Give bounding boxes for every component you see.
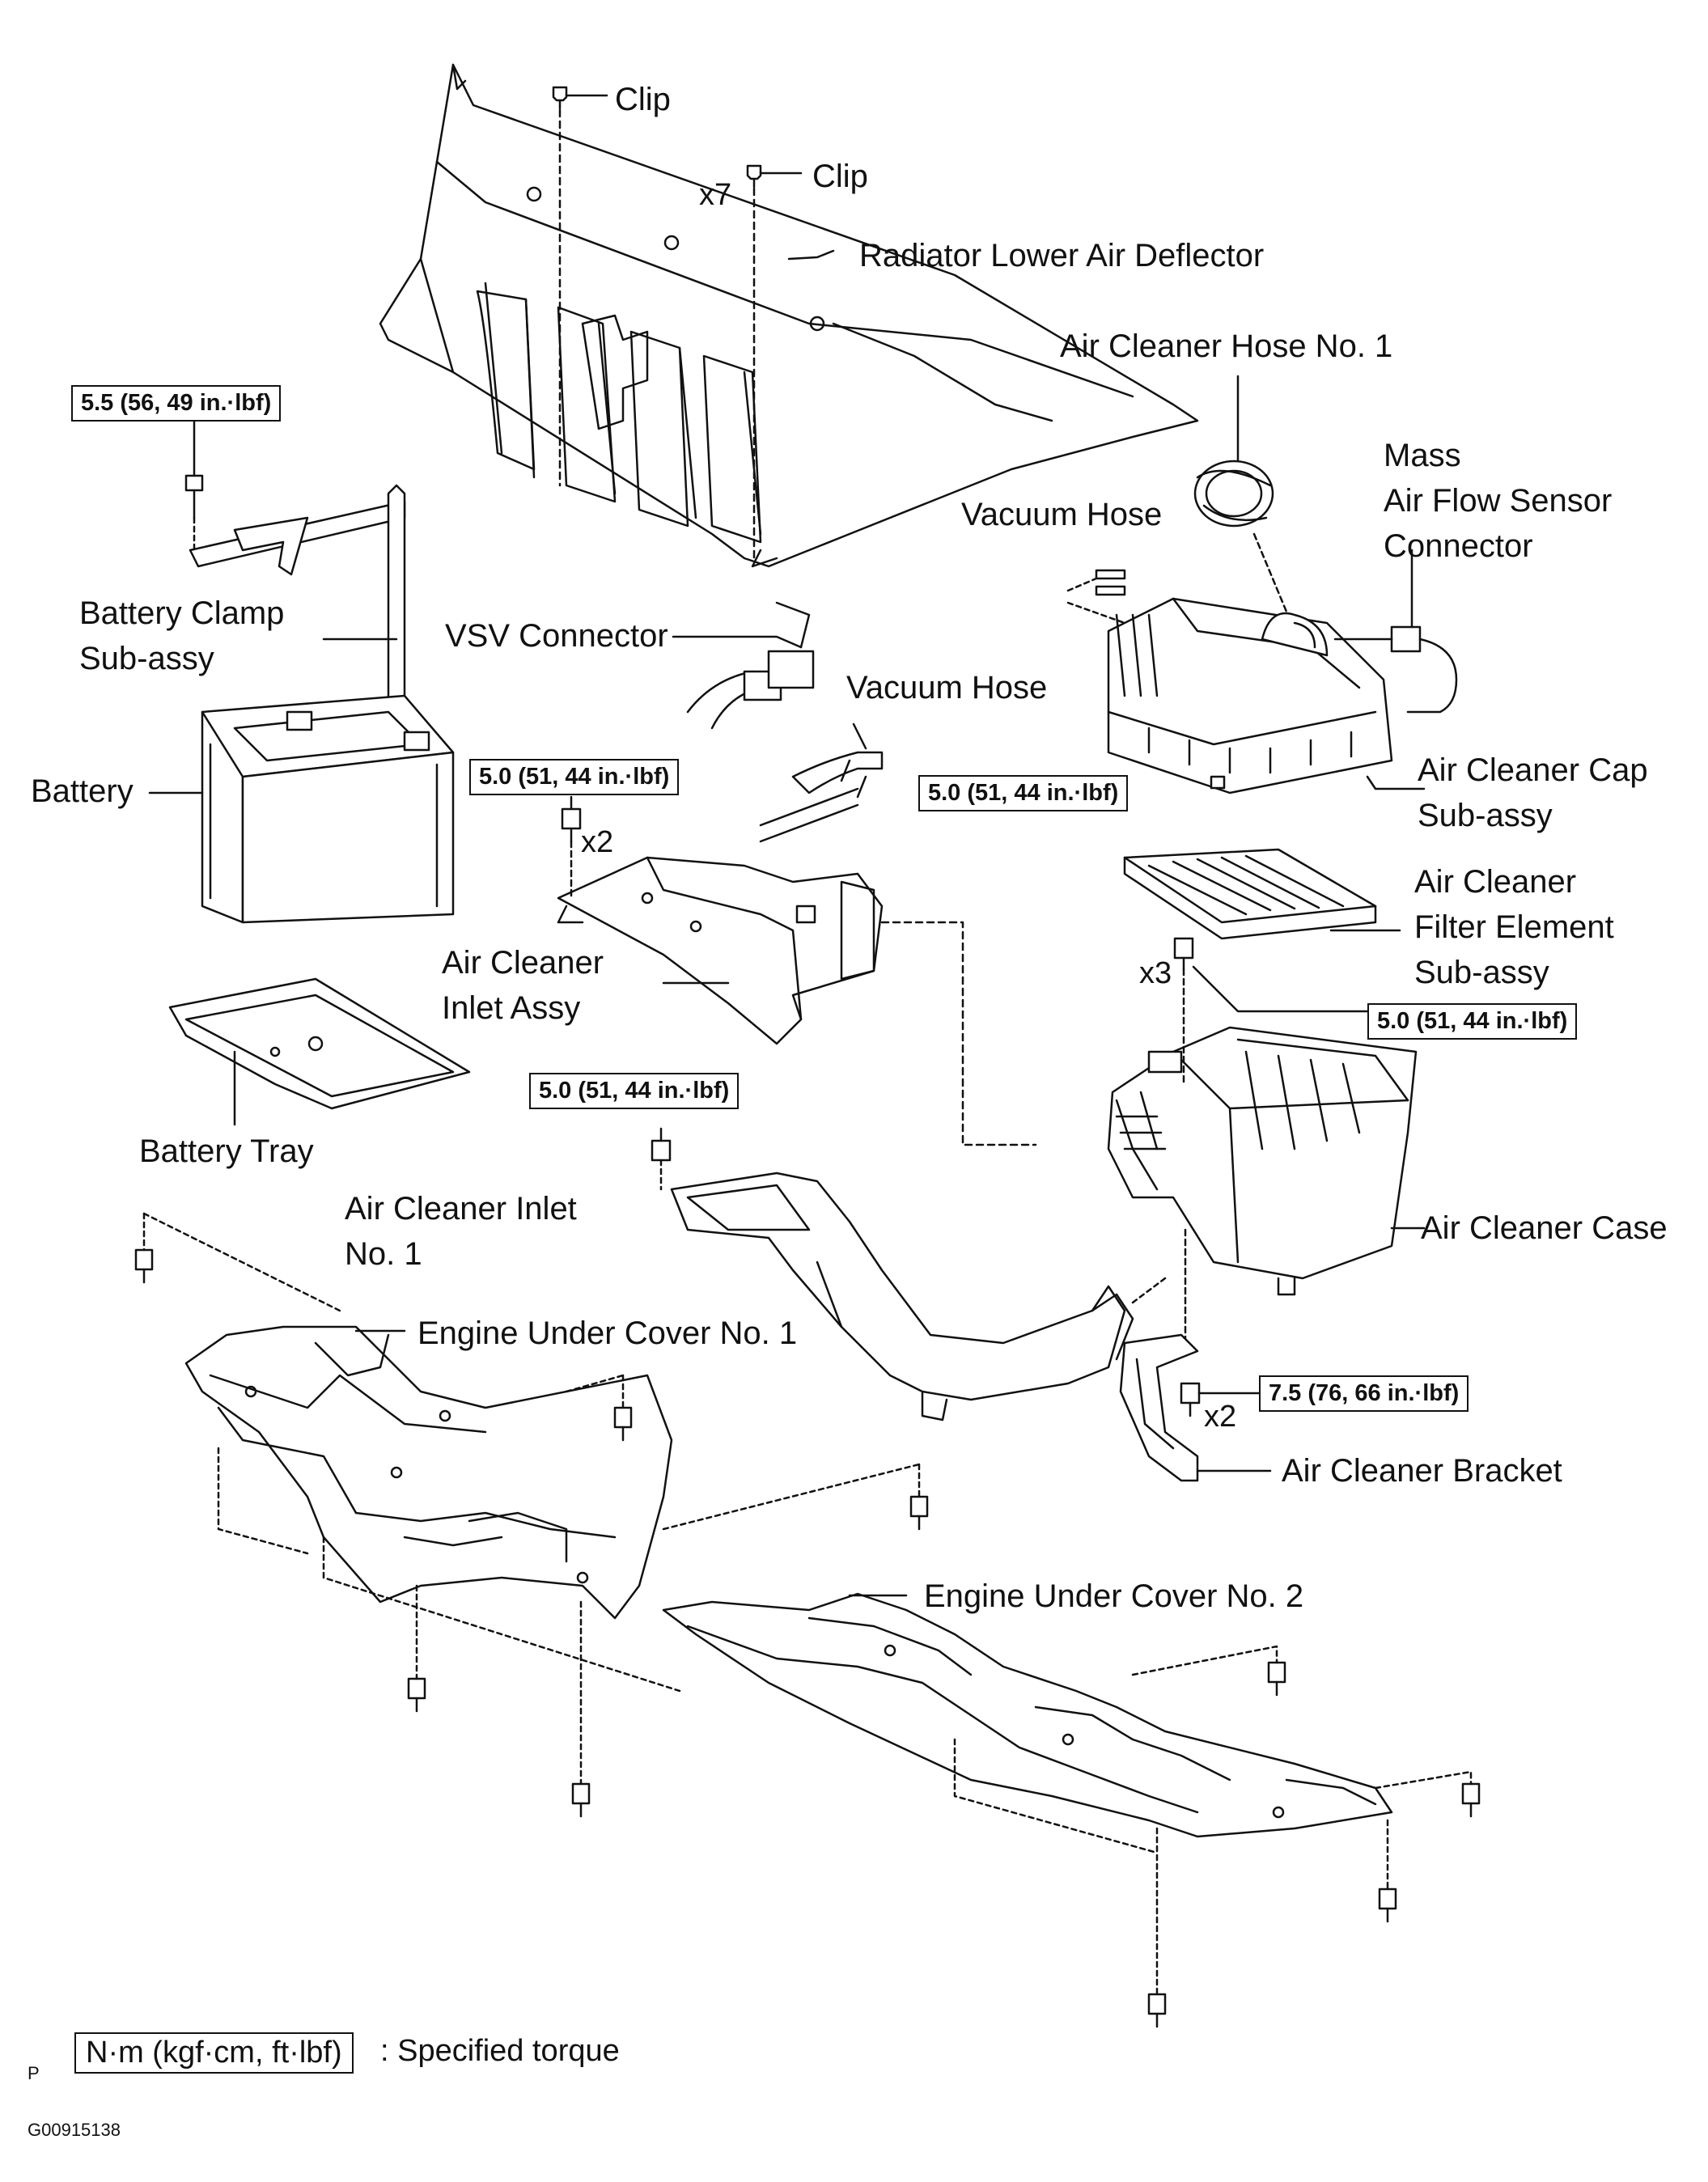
air-cleaner-inlet-no1 [670,1172,1134,1421]
inlet-assy-bolt-quantity: x2 [581,825,614,859]
torque-inlet-assy: 5.0 (51, 44 in.·lbf) [469,759,680,796]
engine-under-cover-no2 [662,1592,1393,1838]
clip-label-2: Clip [812,159,868,194]
under-cover-2-label: Engine Under Cover No. 2 [924,1578,1304,1614]
vsv-connector-label: VSV Connector [445,618,668,654]
torque-legend-text: : Specified torque [380,2034,620,2068]
clip-quantity: x7 [699,178,732,212]
battery-label: Battery [31,773,134,809]
air-cleaner-bracket-label: Air Cleaner Bracket [1282,1453,1562,1489]
torque-cap: 5.0 (51, 44 in.·lbf) [918,775,1129,812]
inlet-assy-connection [880,921,1037,1146]
figure-code: G00915138 [28,2120,121,2140]
torque-inlet-no1: 5.0 (51, 44 in.·lbf) [529,1073,740,1110]
under-cover-bolts [134,1212,1481,2028]
vacuum-hose-label-2: Vacuum Hose [846,670,1048,705]
battery [201,694,455,924]
case-bolt-quantity: x3 [1139,956,1172,990]
torque-case: 5.0 (51, 44 in.·lbf) [1367,1003,1578,1040]
air-cleaner-hose-label: Air Cleaner Hose No. 1 [1060,328,1393,364]
radiator-lower-air-deflector [379,63,1199,568]
radiator-deflector-label: Radiator Lower Air Deflector [859,238,1265,273]
air-cleaner-hose-no1 [1193,460,1274,527]
footer-prefix: P [28,2063,40,2083]
vacuum-hose-label-1: Vacuum Hose [961,497,1163,532]
vsv-leader [672,635,803,649]
battery-tray-label: Battery Tray [139,1133,314,1169]
cap-leader [1366,775,1426,790]
clip-fastener-2 [746,164,803,560]
deflector-leader [787,249,835,261]
under-cover-1-label: Engine Under Cover No. 1 [417,1316,798,1351]
air-cleaner-cap [1107,597,1393,794]
torque-battery-clamp: 5.5 (56, 49 in.·lbf) [71,385,282,422]
vacuum-hose-center [759,722,884,843]
clip-fastener-1 [552,86,608,487]
maf-connector [1333,549,1458,714]
torque-bracket: 7.5 (76, 66 in.·lbf) [1259,1375,1469,1413]
torque-legend-box: N·m (kgf·cm, ft·lbf) [74,2032,354,2074]
air-cleaner-case-label: Air Cleaner Case [1421,1210,1668,1246]
air-cleaner-inlet-assy [557,856,884,1045]
air-cleaner-case [1107,1026,1418,1296]
case-bolt [1173,937,1369,1086]
bracket-bolt-quantity: x2 [1204,1400,1237,1434]
air-cleaner-filter-element [1123,848,1377,940]
air-cleaner-bracket [1119,1333,1199,1482]
inlet-no1-bolt [651,1127,672,1191]
battery-tray [168,977,471,1110]
vsv-connector [686,601,815,730]
inlet-no1-connection [1131,1277,1167,1304]
clip-label-1: Clip [615,82,671,117]
bracket-bolt [1180,1382,1264,1417]
vacuum-hose-right [1066,569,1126,625]
inlet-assy-bolt [561,795,582,900]
engine-under-cover-no1 [184,1325,673,1620]
